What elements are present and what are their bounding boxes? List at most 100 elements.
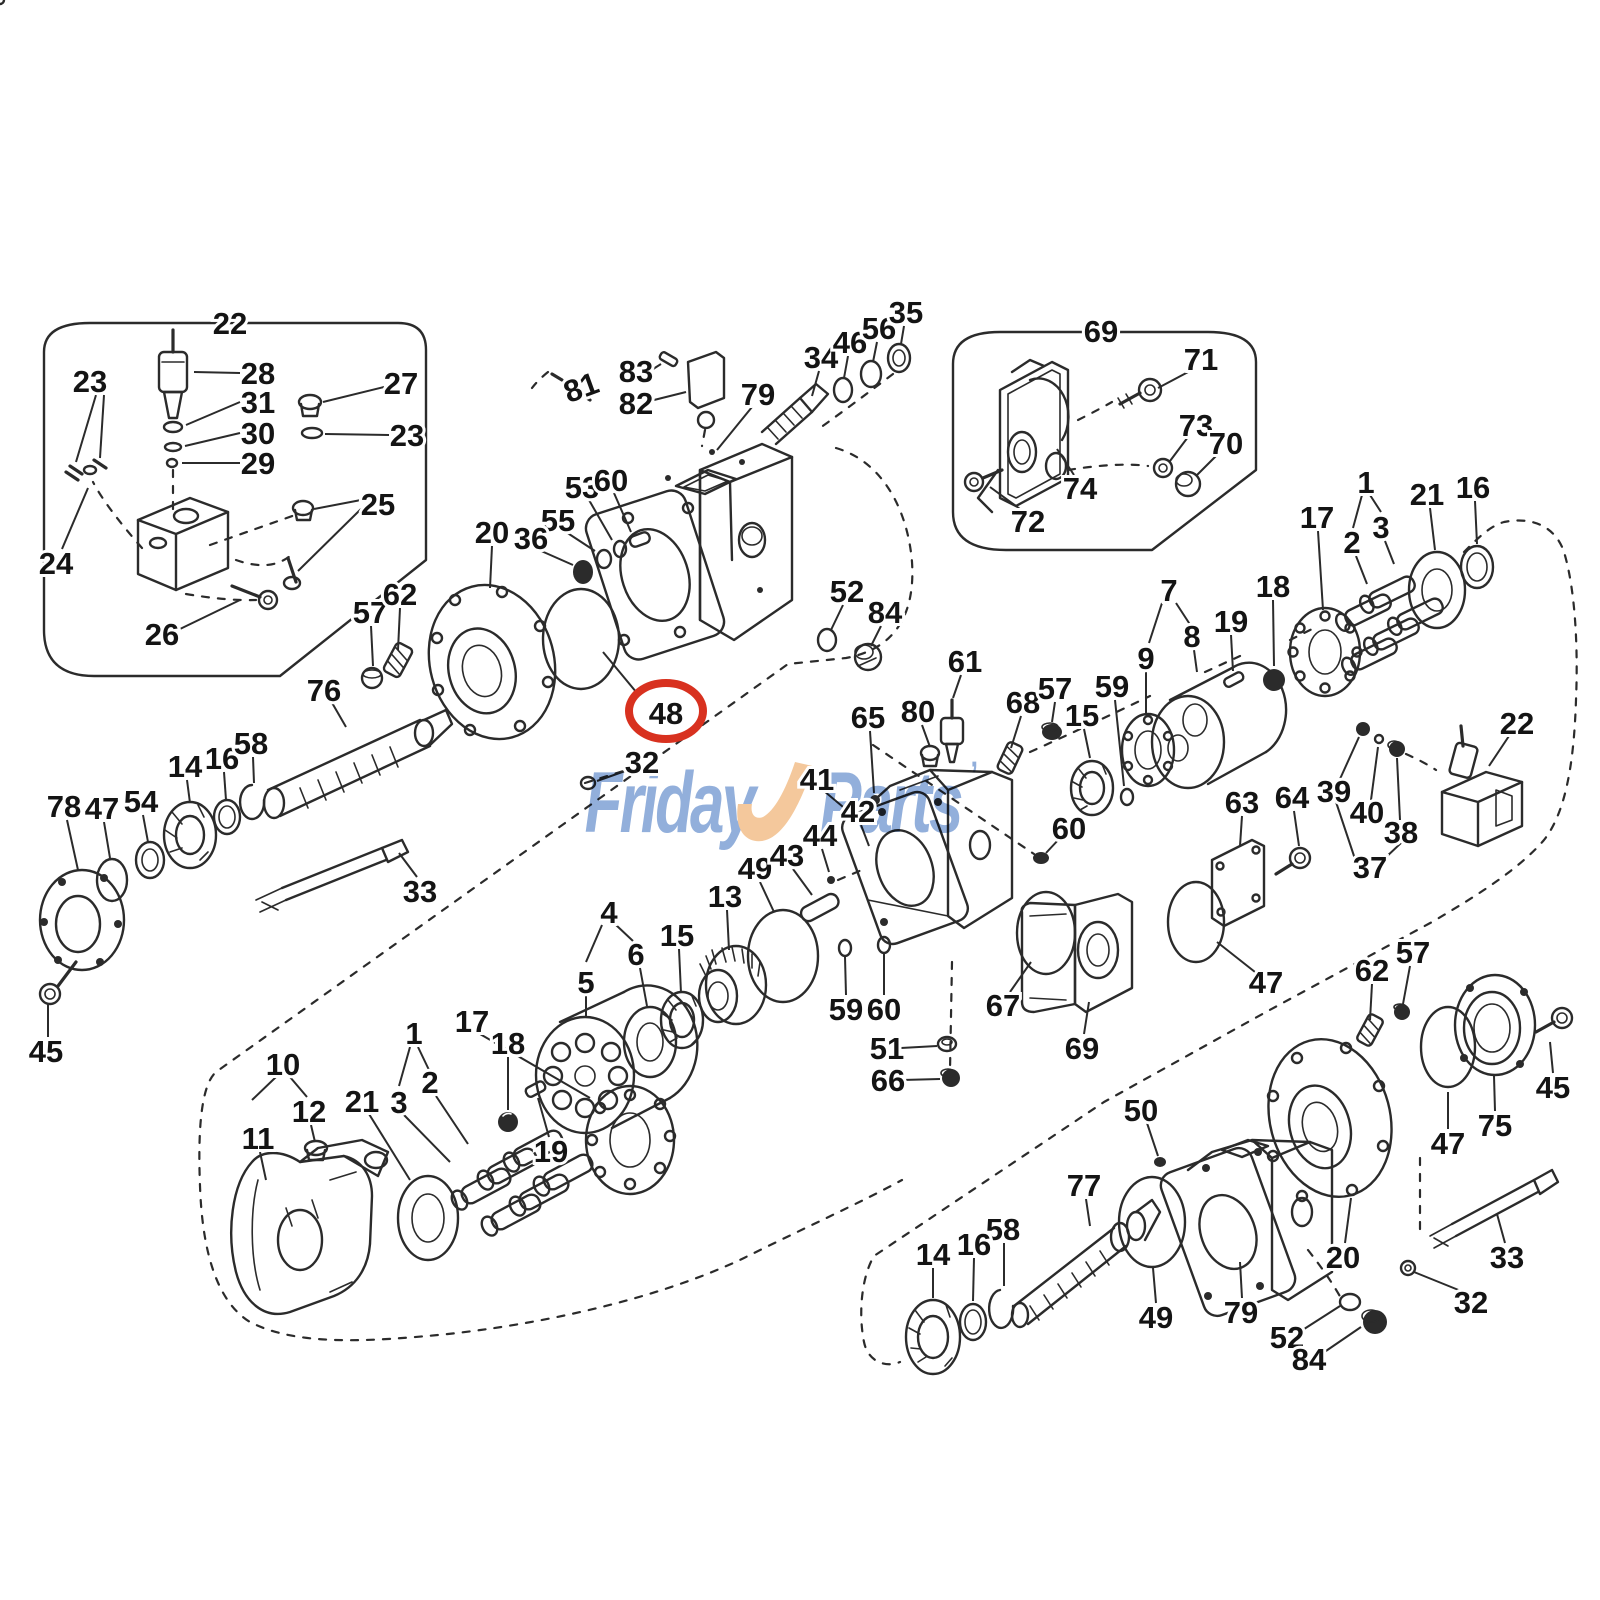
pump-assembly-2 [230, 868, 864, 1315]
part-label-67: 67 [986, 988, 1020, 1023]
leader-line-77 [1085, 1198, 1091, 1227]
pump-assembly-4 [904, 973, 1574, 1376]
part-label-23: 23 [390, 418, 424, 453]
part-label-34: 34 [804, 340, 839, 375]
leader-line-3 [1384, 540, 1395, 565]
part-label-33: 33 [403, 874, 437, 909]
part-label-2: 2 [421, 1065, 438, 1100]
leader-line-49 [1152, 1267, 1157, 1304]
part-label-79: 79 [741, 377, 775, 412]
part-label-57: 57 [1396, 935, 1430, 970]
leader-line-82 [649, 391, 687, 402]
piston-cluster-right [1334, 575, 1444, 676]
leader-line-2 [435, 1095, 469, 1145]
part-label-63: 63 [1225, 785, 1259, 820]
leader-line-24 [61, 487, 89, 550]
part-label-37: 37 [1353, 850, 1387, 885]
leader-line-26 [179, 599, 241, 630]
leader-line-39 [1339, 736, 1360, 780]
leader-line-30 [184, 432, 241, 447]
leader-line-33 [398, 852, 418, 878]
part-label-28: 28 [241, 356, 275, 391]
leader-line-80 [921, 724, 931, 748]
leader-line-16 [972, 1257, 975, 1302]
leader-line-28 [193, 371, 241, 374]
leader-line-12 [310, 1124, 316, 1143]
leader-line-23 [99, 394, 105, 459]
leader-line-60 [1045, 837, 1061, 854]
part-label-6: 6 [627, 937, 644, 972]
leader-line-67 [1009, 961, 1032, 993]
leader-line-15 [1083, 728, 1091, 759]
part-label-43: 43 [770, 838, 804, 873]
leader-line-36 [538, 549, 574, 566]
part-label-45: 45 [1536, 1070, 1570, 1105]
leader-lines [47, 325, 1554, 1354]
part-label-47: 47 [85, 791, 119, 826]
watermark-text-friday: Friday [585, 754, 759, 850]
leader-line-38 [1396, 757, 1401, 821]
part-label-54: 54 [124, 784, 159, 819]
part-label-16: 16 [957, 1227, 991, 1262]
part-label-60: 60 [1052, 811, 1086, 846]
leader-line-65 [869, 730, 875, 794]
leader-line-79 [1239, 1261, 1243, 1299]
part-label-25: 25 [361, 487, 395, 522]
part-label-15: 15 [1065, 698, 1099, 733]
pump-assembly-1 [427, 342, 912, 741]
part-label-84: 84 [868, 595, 903, 630]
leader-line-19 [537, 1097, 550, 1138]
leader-line-17 [479, 1033, 591, 1099]
part-label-60: 60 [594, 463, 628, 498]
part-label-21: 21 [345, 1084, 379, 1119]
leader-line-2 [1355, 555, 1368, 585]
fridayparts-watermark: Friday Parts ’ [585, 754, 979, 850]
leader-line-1 [417, 1046, 430, 1071]
part-label-32: 32 [1454, 1285, 1488, 1320]
part-label-45: 45 [29, 1034, 63, 1069]
leader-line-57 [1051, 701, 1056, 723]
leader-line-17 [1317, 530, 1324, 611]
leader-line-47 [1216, 941, 1256, 973]
leader-line-50 [1146, 1122, 1159, 1157]
part-label-19: 19 [1214, 604, 1248, 639]
part-label-50: 50 [1124, 1093, 1158, 1128]
part-label-32: 32 [625, 745, 659, 780]
part-label-59: 59 [829, 992, 863, 1027]
leader-line-41 [823, 790, 862, 823]
leader-line-78 [66, 819, 79, 871]
part-label-56: 56 [862, 311, 896, 346]
leader-line-10 [251, 1076, 277, 1101]
leader-line-57 [1402, 965, 1411, 1005]
leader-line-59 [844, 956, 847, 996]
part-label-84: 84 [1292, 1342, 1327, 1377]
part-label-22: 22 [1500, 706, 1534, 741]
part-label-5: 5 [577, 965, 594, 1000]
part-label-11: 11 [242, 1121, 275, 1156]
watermark-text-parts: Parts [820, 754, 962, 850]
diagram-line-art [0, 0, 1578, 1376]
inset-box-22 [42, 321, 428, 678]
part-label-33: 33 [1490, 1240, 1524, 1275]
leader-line-14 [186, 779, 191, 804]
part-label-48: 48 [649, 696, 683, 731]
part-label-69: 69 [1084, 314, 1118, 349]
part-label-7: 7 [1160, 573, 1177, 608]
leader-line-76 [330, 700, 347, 728]
leader-line-34 [811, 370, 820, 397]
leader-line-13 [726, 909, 730, 951]
part-label-41: 41 [800, 762, 834, 797]
leader-line-20 [489, 545, 493, 589]
leader-line-16 [223, 771, 227, 801]
leader-line-45 [1549, 1041, 1554, 1074]
leader-line-3 [403, 1114, 451, 1163]
spring-62-nut-57 [360, 641, 414, 690]
leader-line-27 [322, 386, 385, 403]
leader-line-1 [398, 1046, 411, 1087]
leader-line-18 [1272, 599, 1275, 667]
part-label-36: 36 [514, 521, 548, 556]
leader-line-42 [860, 824, 870, 847]
leader-line-57 [370, 625, 374, 667]
